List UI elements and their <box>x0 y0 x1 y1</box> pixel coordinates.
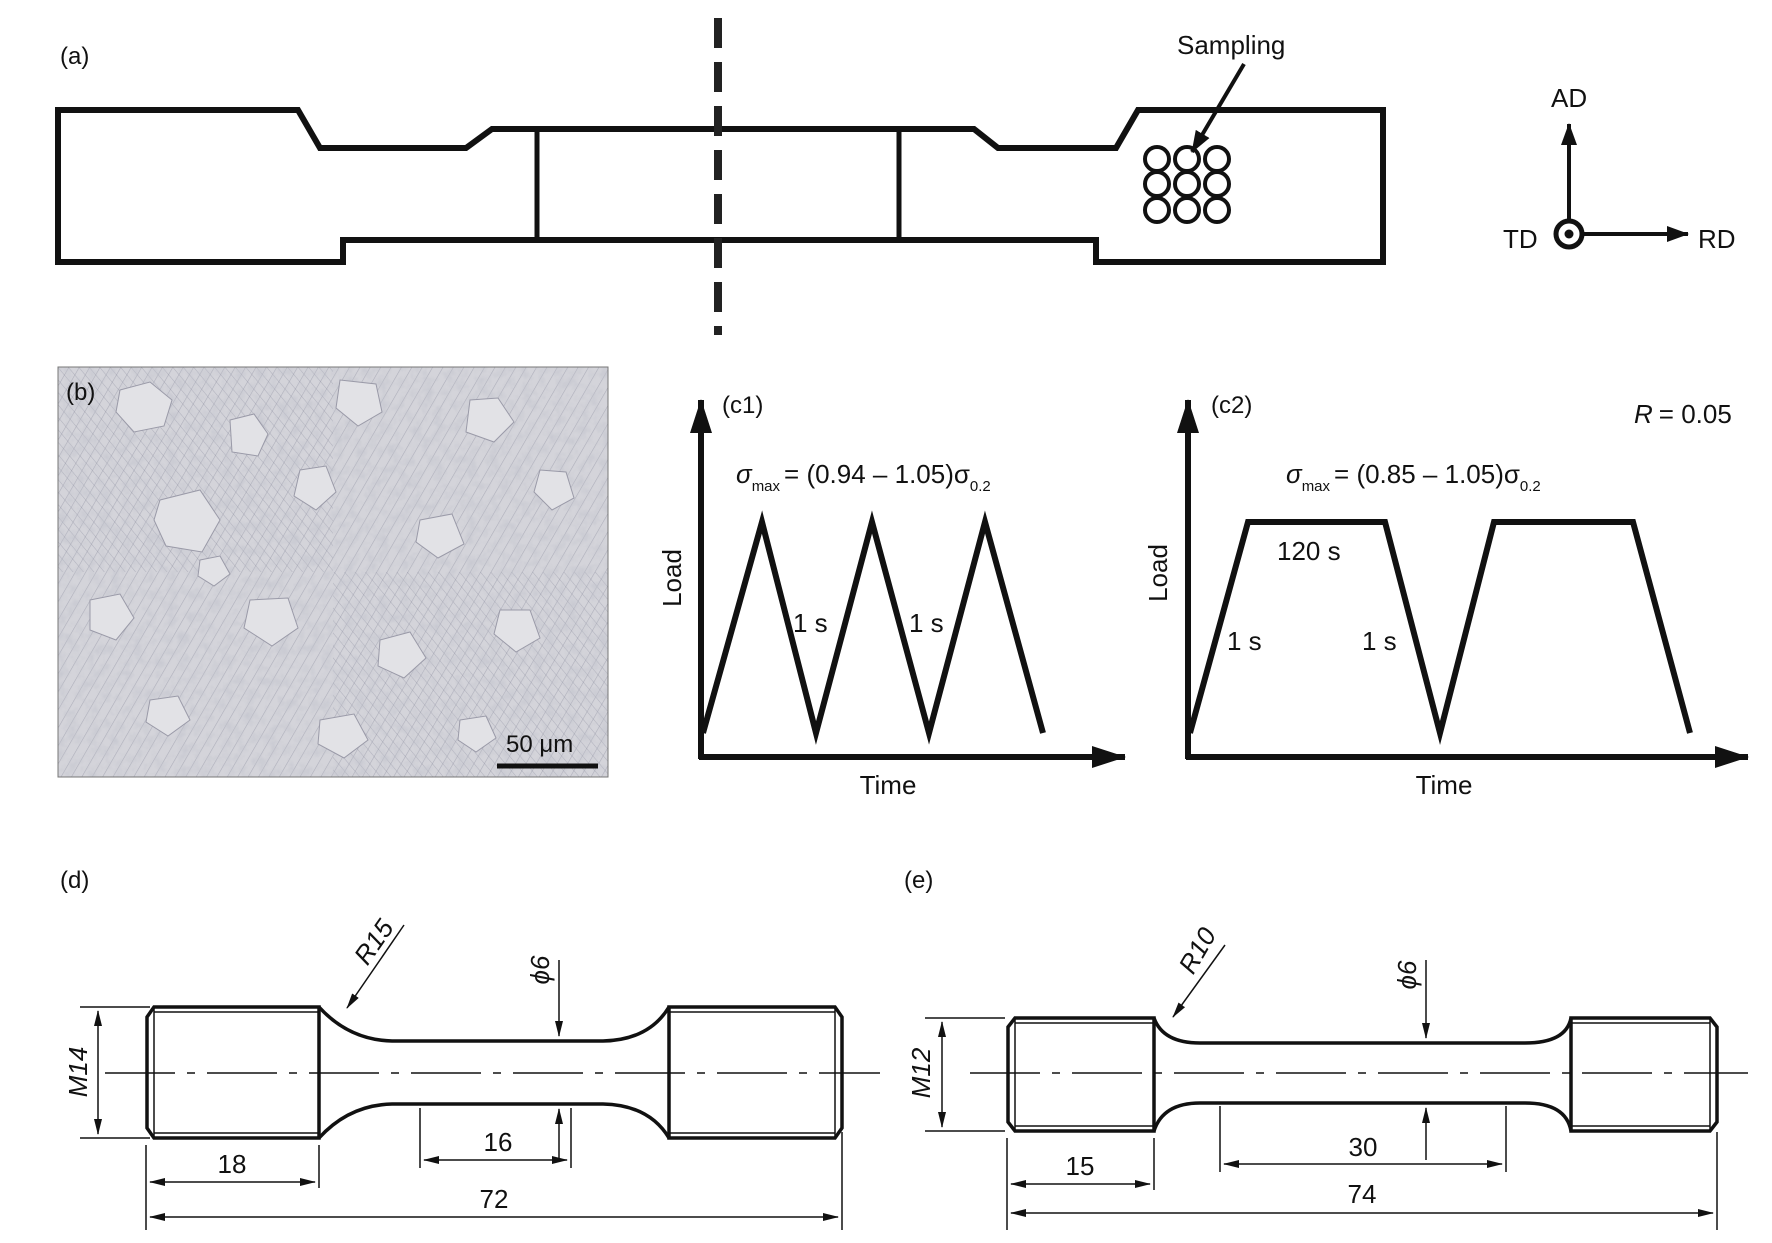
panel-a-label: (a) <box>60 43 89 70</box>
e-thread-label: M12 <box>906 1047 936 1098</box>
c2-ratio: R= 0.05 <box>1634 399 1732 429</box>
scale-bar-label: 50 μm <box>506 731 573 758</box>
e-total-length: 74 <box>1348 1179 1377 1209</box>
panel-e-label: (e) <box>904 867 933 894</box>
d-dimension-lines <box>80 924 843 1230</box>
c2-ylabel: Load <box>1143 544 1173 602</box>
c2-xlabel: Time <box>1416 770 1473 800</box>
c2-annotation-2: 1 s <box>1362 626 1397 656</box>
sampling-label: Sampling <box>1177 30 1285 60</box>
e-radius-label: R10 <box>1172 922 1222 979</box>
td-label: TD <box>1503 224 1538 254</box>
c2-formula: σmax= (0.85 – 1.05)σ0.2 <box>1286 459 1541 495</box>
c1-ylabel: Load <box>657 549 687 607</box>
c1-xlabel: Time <box>860 770 917 800</box>
d-radius-label: R15 <box>348 913 400 970</box>
panel-c2: (c2) R= 0.05 σmax= (0.85 – 1.05)σ0.2 Loa… <box>1143 392 1749 800</box>
e-gauge-length: 30 <box>1349 1132 1378 1162</box>
c2-hold-time: 120 s <box>1277 536 1341 566</box>
panel-a: (a) Sampling AD RD TD <box>55 18 1736 335</box>
d-thread-label: M14 <box>63 1047 93 1098</box>
panel-d-label: (d) <box>60 867 89 894</box>
ad-label: AD <box>1551 83 1587 113</box>
panel-b-label: (b) <box>66 379 95 406</box>
c2-trapezoid-waveform <box>1187 519 1693 745</box>
micrograph-image <box>58 367 608 777</box>
e-grip-length: 15 <box>1066 1151 1095 1181</box>
panel-c1-label: (c1) <box>722 392 763 419</box>
c1-annotation-1: 1 s <box>793 608 828 638</box>
c1-triangle-waveform <box>700 510 1046 745</box>
d-gauge-length: 16 <box>484 1127 513 1157</box>
panel-c2-label: (c2) <box>1211 392 1252 419</box>
panel-d: (d) <box>60 867 880 1230</box>
d-diameter-label: ϕ6 <box>525 955 555 984</box>
panel-b: (b) 50 μm <box>57 366 609 778</box>
orientation-axes <box>1553 123 1689 250</box>
c1-formula: σmax= (0.94 – 1.05)σ0.2 <box>736 459 991 495</box>
c2-annotation-1: 1 s <box>1227 626 1262 656</box>
sampling-arrow <box>1190 62 1246 154</box>
e-specimen-drawing <box>1006 1016 1719 1133</box>
c1-annotation-2: 1 s <box>909 608 944 638</box>
rd-label: RD <box>1698 224 1736 254</box>
panel-c1: (c1) σmax= (0.94 – 1.05)σ0.2 Load Time 1… <box>657 392 1126 800</box>
d-total-length: 72 <box>480 1184 509 1214</box>
d-grip-length: 18 <box>218 1149 247 1179</box>
e-diameter-label: ϕ6 <box>1392 960 1422 989</box>
plate-specimen-outline <box>55 107 1386 265</box>
sampling-circles <box>1143 145 1231 224</box>
panel-e: (e) <box>904 867 1748 1230</box>
e-dimension-lines <box>925 944 1718 1230</box>
